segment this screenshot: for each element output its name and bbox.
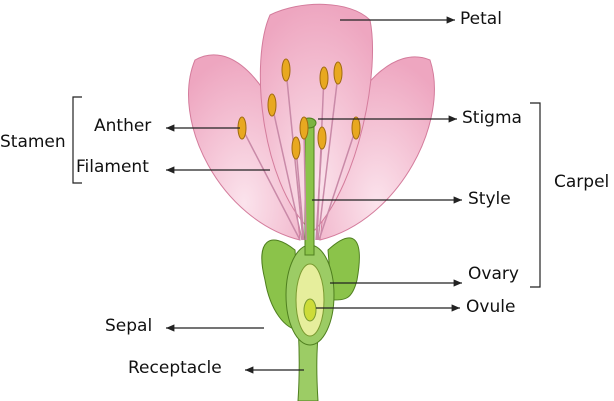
label-stigma: Stigma	[462, 108, 522, 128]
label-filament: Filament	[76, 157, 149, 177]
label-ovary: Ovary	[468, 264, 519, 284]
filaments	[241, 69, 357, 241]
carpel-bracket	[530, 102, 541, 288]
leader-lines	[166, 16, 462, 374]
label-petal: Petal	[460, 9, 502, 29]
label-anther: Anther	[94, 116, 152, 136]
anthers	[237, 58, 361, 160]
label-receptacle: Receptacle	[128, 358, 222, 378]
stamen-bracket	[72, 96, 82, 184]
label-style: Style	[468, 189, 511, 209]
label-sepal: Sepal	[105, 316, 153, 336]
ovule	[303, 298, 317, 322]
label-ovule: Ovule	[466, 297, 516, 317]
sepal-right	[327, 237, 360, 301]
label-carpel: Carpel	[554, 172, 610, 192]
label-stamen: Stamen	[0, 132, 66, 152]
